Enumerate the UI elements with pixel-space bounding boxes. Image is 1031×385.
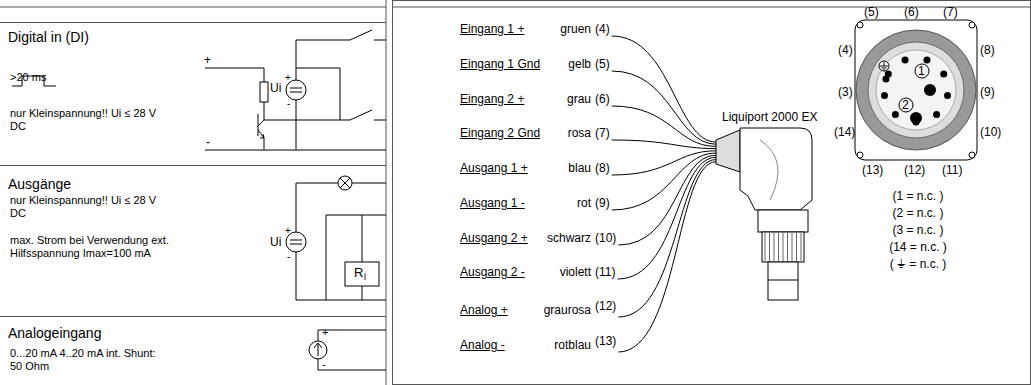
section-band: Ausgänge nur Kleinspannung!! Ui ≤ 28 V DC… xyxy=(0,165,386,316)
timing-note: nur Kleinspannung!! Ui ≤ 28 V DC xyxy=(10,194,160,219)
pin-number: (10) xyxy=(595,232,616,245)
signal-name: Ausgang 2 + xyxy=(460,232,528,245)
polarity-mark: - xyxy=(206,136,210,149)
wire xyxy=(612,140,716,149)
resistor-subscript: l xyxy=(364,273,366,283)
wire-color: rosa xyxy=(568,127,591,140)
pin-number: (7) xyxy=(595,127,610,140)
signal-name: Eingang 1 Gnd xyxy=(460,58,540,71)
wire xyxy=(618,160,716,317)
pin-number: (8) xyxy=(980,44,995,57)
wire-color: gelb xyxy=(568,58,591,71)
section-heading: Analogeingang xyxy=(8,325,101,341)
wire-color: gruen xyxy=(560,23,591,36)
pin-number: (13) xyxy=(595,335,616,348)
pin-note: ( ⏚ = n.c. ) xyxy=(890,258,947,271)
wire-color: schwarz xyxy=(547,232,591,245)
wire xyxy=(612,71,716,144)
polarity-mark: - xyxy=(287,251,290,262)
section-heading: Digital in (DI) xyxy=(8,29,89,45)
signal-name: Eingang 2 Gnd xyxy=(460,127,540,140)
pin-number: (13) xyxy=(862,164,883,177)
device-name: Liquiport 2000 EX xyxy=(722,111,817,124)
wire-color: grau xyxy=(567,93,591,106)
wire-color: rotblau xyxy=(554,339,591,352)
pin-number: (5) xyxy=(595,58,610,71)
wire-color: violett xyxy=(560,266,591,279)
section-band: Digital in (DI) >20 ms nur Kleinspannung!!… xyxy=(0,22,386,165)
pin-number: (9) xyxy=(595,197,610,210)
pin-number: (11) xyxy=(942,164,962,177)
polarity-mark: + xyxy=(204,54,211,67)
signal-name: Ausgang 1 + xyxy=(460,162,528,175)
polarity-mark: + xyxy=(285,72,291,83)
pin-number: (3) xyxy=(838,86,853,99)
pin-number: (12) xyxy=(595,300,616,313)
pin-number: (10) xyxy=(980,126,1001,139)
signal-name: Ausgang 2 - xyxy=(460,266,525,279)
pin-note: (14 = n.c. ) xyxy=(889,241,947,254)
spec-note: max. Strom bei Verwendung ext. Hilfsspan… xyxy=(10,234,185,259)
pin-note: (1 = n.c. ) xyxy=(892,190,943,203)
voltage-label: Ui xyxy=(270,236,281,249)
signal-name: Ausgang 1 - xyxy=(460,197,525,210)
pin-number: (4) xyxy=(838,44,853,57)
wire xyxy=(618,162,716,352)
pin-number: (5) xyxy=(864,6,879,19)
pin-number: (6) xyxy=(595,93,610,106)
spec-note: nur Kleinspannung!! Ui ≤ 28 V DC xyxy=(10,107,160,132)
polarity-mark: + xyxy=(285,225,291,236)
wire xyxy=(612,36,716,142)
timing-note: >20 ms xyxy=(10,71,46,84)
wire-color: graurosa xyxy=(544,304,591,317)
pin-number: (9) xyxy=(980,86,995,99)
wire xyxy=(612,151,716,175)
resistor-label: R xyxy=(354,266,363,280)
pin-number: (14) xyxy=(834,126,855,139)
polarity-mark: - xyxy=(322,358,326,370)
pin-number: (11) xyxy=(595,266,615,279)
wire xyxy=(612,153,716,210)
pin-number: (7) xyxy=(943,6,958,19)
signal-name: Eingang 2 + xyxy=(460,93,524,106)
signal-name: Eingang 1 + xyxy=(460,23,524,36)
timing-note: 0...20 mA 4..20 mA int. Shunt: 50 Ohm xyxy=(10,347,160,372)
pin-note: (2 = n.c. ) xyxy=(892,207,943,220)
pin-number: (12) xyxy=(904,164,925,177)
polarity-mark: - xyxy=(287,98,290,109)
pin-number: (4) xyxy=(595,23,610,36)
voltage-label: Ui xyxy=(270,82,281,95)
pin-number: 1 xyxy=(918,65,925,78)
wire-color: blau xyxy=(568,162,591,175)
pin-number: (6) xyxy=(904,6,919,19)
pin-number: 2 xyxy=(902,99,909,112)
section-heading: Ausgänge xyxy=(8,176,71,192)
signal-name: Analog + xyxy=(460,304,508,317)
wire-color: rot xyxy=(577,197,591,210)
pin-note: (3 = n.c. ) xyxy=(892,224,943,237)
polarity-mark: + xyxy=(322,326,328,338)
pin-number: (8) xyxy=(595,162,610,175)
signal-name: Analog - xyxy=(460,339,505,352)
